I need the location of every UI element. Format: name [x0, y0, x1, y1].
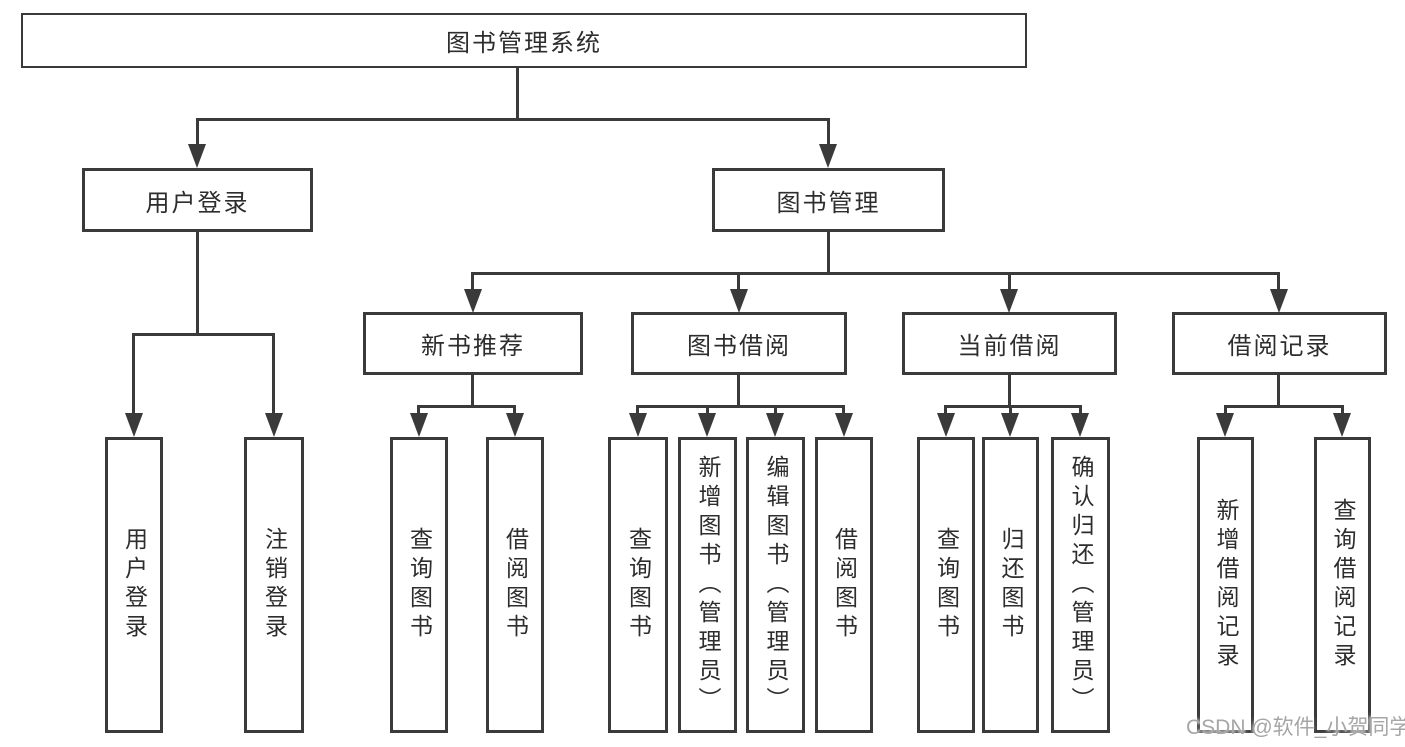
leaf-borrow-books-1-label: 借阅图书	[502, 527, 529, 643]
arrowhead-icon	[125, 413, 143, 437]
leaf-borrow-books-1: 借阅图书	[486, 437, 544, 733]
arrowhead-icon	[1270, 289, 1288, 313]
arrowhead-icon	[766, 413, 784, 437]
csdn-watermark: CSDN @软件_小贺同学	[1186, 716, 1405, 739]
node-current-borrow: 当前借阅	[902, 312, 1117, 375]
leaf-add-borrow-record-label: 新增借阅记录	[1213, 498, 1239, 672]
leaf-query-books-1-label: 查询图书	[406, 527, 433, 643]
connector-drop-line	[1277, 272, 1280, 290]
connector-drop-line	[706, 405, 709, 415]
leaf-query-books-3: 查询图书	[917, 437, 975, 733]
node-root: 图书管理系统	[21, 13, 1027, 68]
connector-borrowing-stem	[737, 375, 740, 408]
arrowhead-icon	[464, 289, 482, 313]
connector-drop-line	[827, 118, 830, 146]
connector-newbooks-stem	[471, 375, 474, 408]
leaf-query-books-3-label: 查询图书	[933, 527, 960, 643]
leaf-logout: 注销登录	[244, 437, 304, 733]
arrowhead-icon	[730, 289, 748, 313]
connector-drop-line	[1341, 405, 1344, 415]
connector-userlogin-stem	[196, 232, 199, 336]
arrowhead-icon	[937, 413, 955, 437]
leaf-query-books-1: 查询图书	[390, 437, 448, 733]
arrowhead-icon	[1333, 413, 1351, 437]
leaf-return-books: 归还图书	[982, 437, 1039, 733]
connector-borrowing-bar	[636, 405, 845, 408]
leaf-edit-book-admin-label: 编辑图书（管理员）	[763, 454, 789, 716]
connector-drop-line	[471, 272, 474, 290]
arrowhead-icon	[1071, 413, 1089, 437]
arrowhead-icon	[629, 413, 647, 437]
node-book-management: 图书管理	[712, 168, 945, 232]
connector-drop-line	[1008, 272, 1011, 290]
arrowhead-icon	[698, 413, 716, 437]
arrowhead-icon	[265, 413, 283, 437]
leaf-query-books-2-label: 查询图书	[625, 527, 652, 643]
connector-current-bar	[944, 405, 1082, 408]
node-borrow-records: 借阅记录	[1172, 312, 1387, 375]
leaf-borrow-books-2: 借阅图书	[815, 437, 873, 733]
node-user-login: 用户登录	[82, 168, 313, 232]
connector-drop-line	[132, 333, 135, 413]
arrowhead-icon	[1001, 413, 1019, 437]
leaf-query-borrow-record-label: 查询借阅记录	[1330, 498, 1356, 672]
connector-drop-line	[1079, 405, 1082, 415]
connector-drop-line	[737, 272, 740, 290]
connector-drop-line	[774, 405, 777, 415]
node-new-book-recommend: 新书推荐	[363, 312, 583, 375]
leaf-user-login: 用户登录	[105, 437, 163, 733]
leaf-query-borrow-record: 查询借阅记录	[1314, 437, 1371, 733]
leaf-user-login-label: 用户登录	[121, 527, 148, 643]
connector-drop-line	[842, 405, 845, 415]
arrowhead-icon	[1216, 413, 1234, 437]
connector-drop-line	[417, 405, 420, 415]
connector-userlogin-bar	[132, 333, 275, 336]
connector-newbooks-bar	[417, 405, 516, 408]
arrowhead-icon	[410, 413, 428, 437]
leaf-confirm-return-admin: 确认归还（管理员）	[1051, 437, 1110, 733]
connector-drop-line	[272, 333, 275, 413]
leaf-add-book-admin: 新增图书（管理员）	[678, 437, 737, 733]
leaf-query-books-2: 查询图书	[608, 437, 668, 733]
connector-drop-line	[636, 405, 639, 415]
leaf-add-borrow-record: 新增借阅记录	[1197, 437, 1254, 733]
connector-drop-line	[1224, 405, 1227, 415]
leaf-borrow-books-2-label: 借阅图书	[831, 527, 858, 643]
node-book-borrow: 图书借阅	[631, 312, 847, 375]
leaf-add-book-admin-label: 新增图书（管理员）	[695, 454, 721, 716]
arrowhead-icon	[835, 413, 853, 437]
leaf-logout-label: 注销登录	[261, 527, 288, 643]
leaf-edit-book-admin: 编辑图书（管理员）	[746, 437, 805, 733]
connector-drop-line	[513, 405, 516, 415]
leaf-confirm-return-admin-label: 确认归还（管理员）	[1068, 454, 1094, 716]
connector-level2-bar	[471, 272, 1280, 275]
connector-drop-line	[1009, 405, 1012, 415]
connector-current-stem	[1008, 375, 1011, 408]
arrowhead-icon	[1000, 289, 1018, 313]
arrowhead-icon	[506, 413, 524, 437]
connector-records-bar	[1224, 405, 1343, 408]
arrowhead-icon	[188, 144, 206, 168]
connector-root-stem	[516, 68, 519, 120]
arrowhead-icon	[819, 144, 837, 168]
connector-records-stem	[1277, 375, 1280, 408]
connector-bookmgmt-stem	[827, 232, 830, 275]
connector-level1-bar	[196, 118, 830, 121]
leaf-return-books-label: 归还图书	[998, 527, 1024, 643]
connector-drop-line	[196, 118, 199, 146]
connector-drop-line	[944, 405, 947, 415]
